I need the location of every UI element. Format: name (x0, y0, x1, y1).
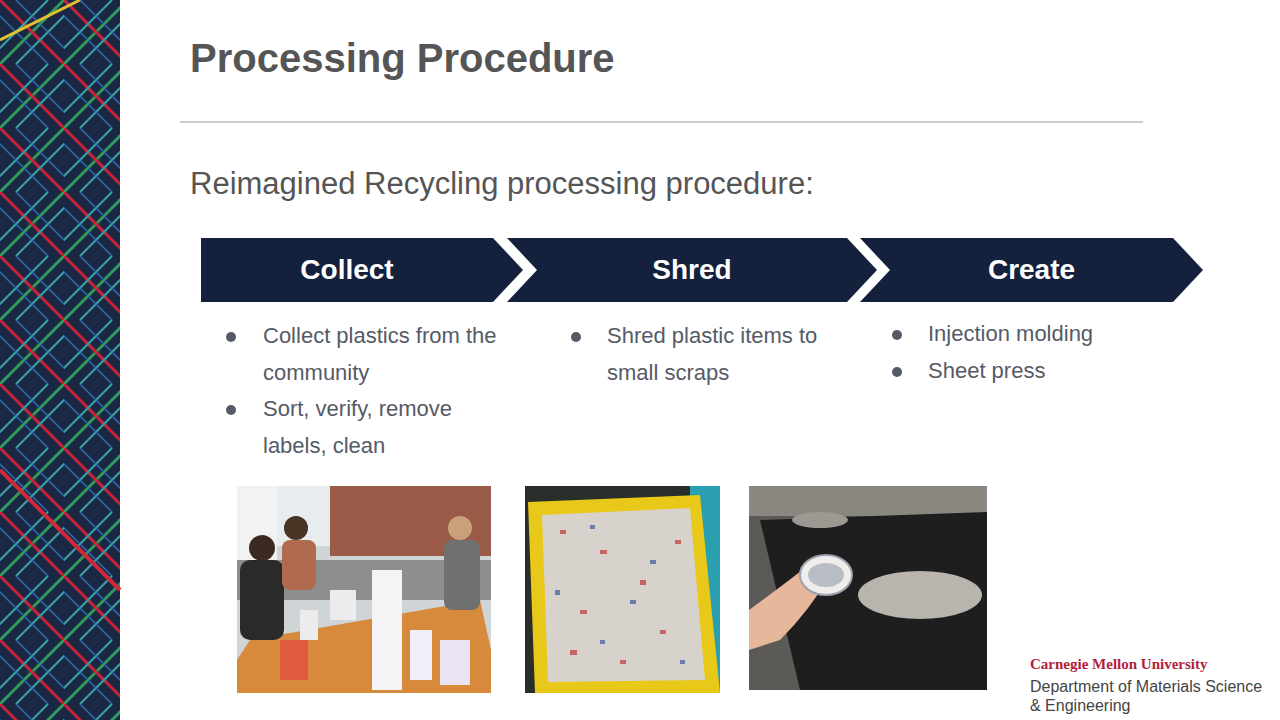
subtitle: Reimagined Recycling processing procedur… (190, 165, 1090, 202)
process-chevron: Shred (507, 238, 877, 302)
bullet-text: Sort, verify, remove labels, clean (263, 391, 513, 465)
bullet-dot (892, 367, 902, 377)
slide-title: Processing Procedure (190, 36, 615, 81)
stage-label: Create (860, 238, 1203, 302)
bullet-dot (226, 332, 236, 342)
collection-photo (237, 486, 491, 693)
chevron-fill (201, 238, 523, 302)
chevron-fill (507, 238, 877, 302)
chevron-fill (860, 238, 1203, 302)
bullet-text: Sheet press (928, 353, 1188, 390)
plaid-stripe (0, 0, 120, 720)
bullet-dot (226, 405, 236, 415)
bullet-text: Shred plastic items to small scraps (607, 318, 847, 392)
plaid-accent (0, 0, 80, 40)
department-name: Department of Materials Science & Engine… (1030, 677, 1275, 715)
sheet-press-photo (749, 486, 987, 690)
bullet-dot (571, 332, 581, 342)
plaid-accent (0, 470, 120, 590)
bullet-text: Collect plastics from the community (263, 318, 513, 392)
stage-label: Collect (201, 238, 523, 302)
process-chevron: Create (860, 238, 1203, 302)
bullet-text: Injection molding (928, 316, 1188, 353)
process-chevron: Collect (201, 238, 523, 302)
university-logo: Carnegie Mellon University (1030, 655, 1275, 673)
bullet-dot (892, 330, 902, 340)
stage-label: Shred (507, 238, 877, 302)
shredded-plastic-photo (525, 486, 720, 693)
title-rule (180, 121, 1143, 123)
